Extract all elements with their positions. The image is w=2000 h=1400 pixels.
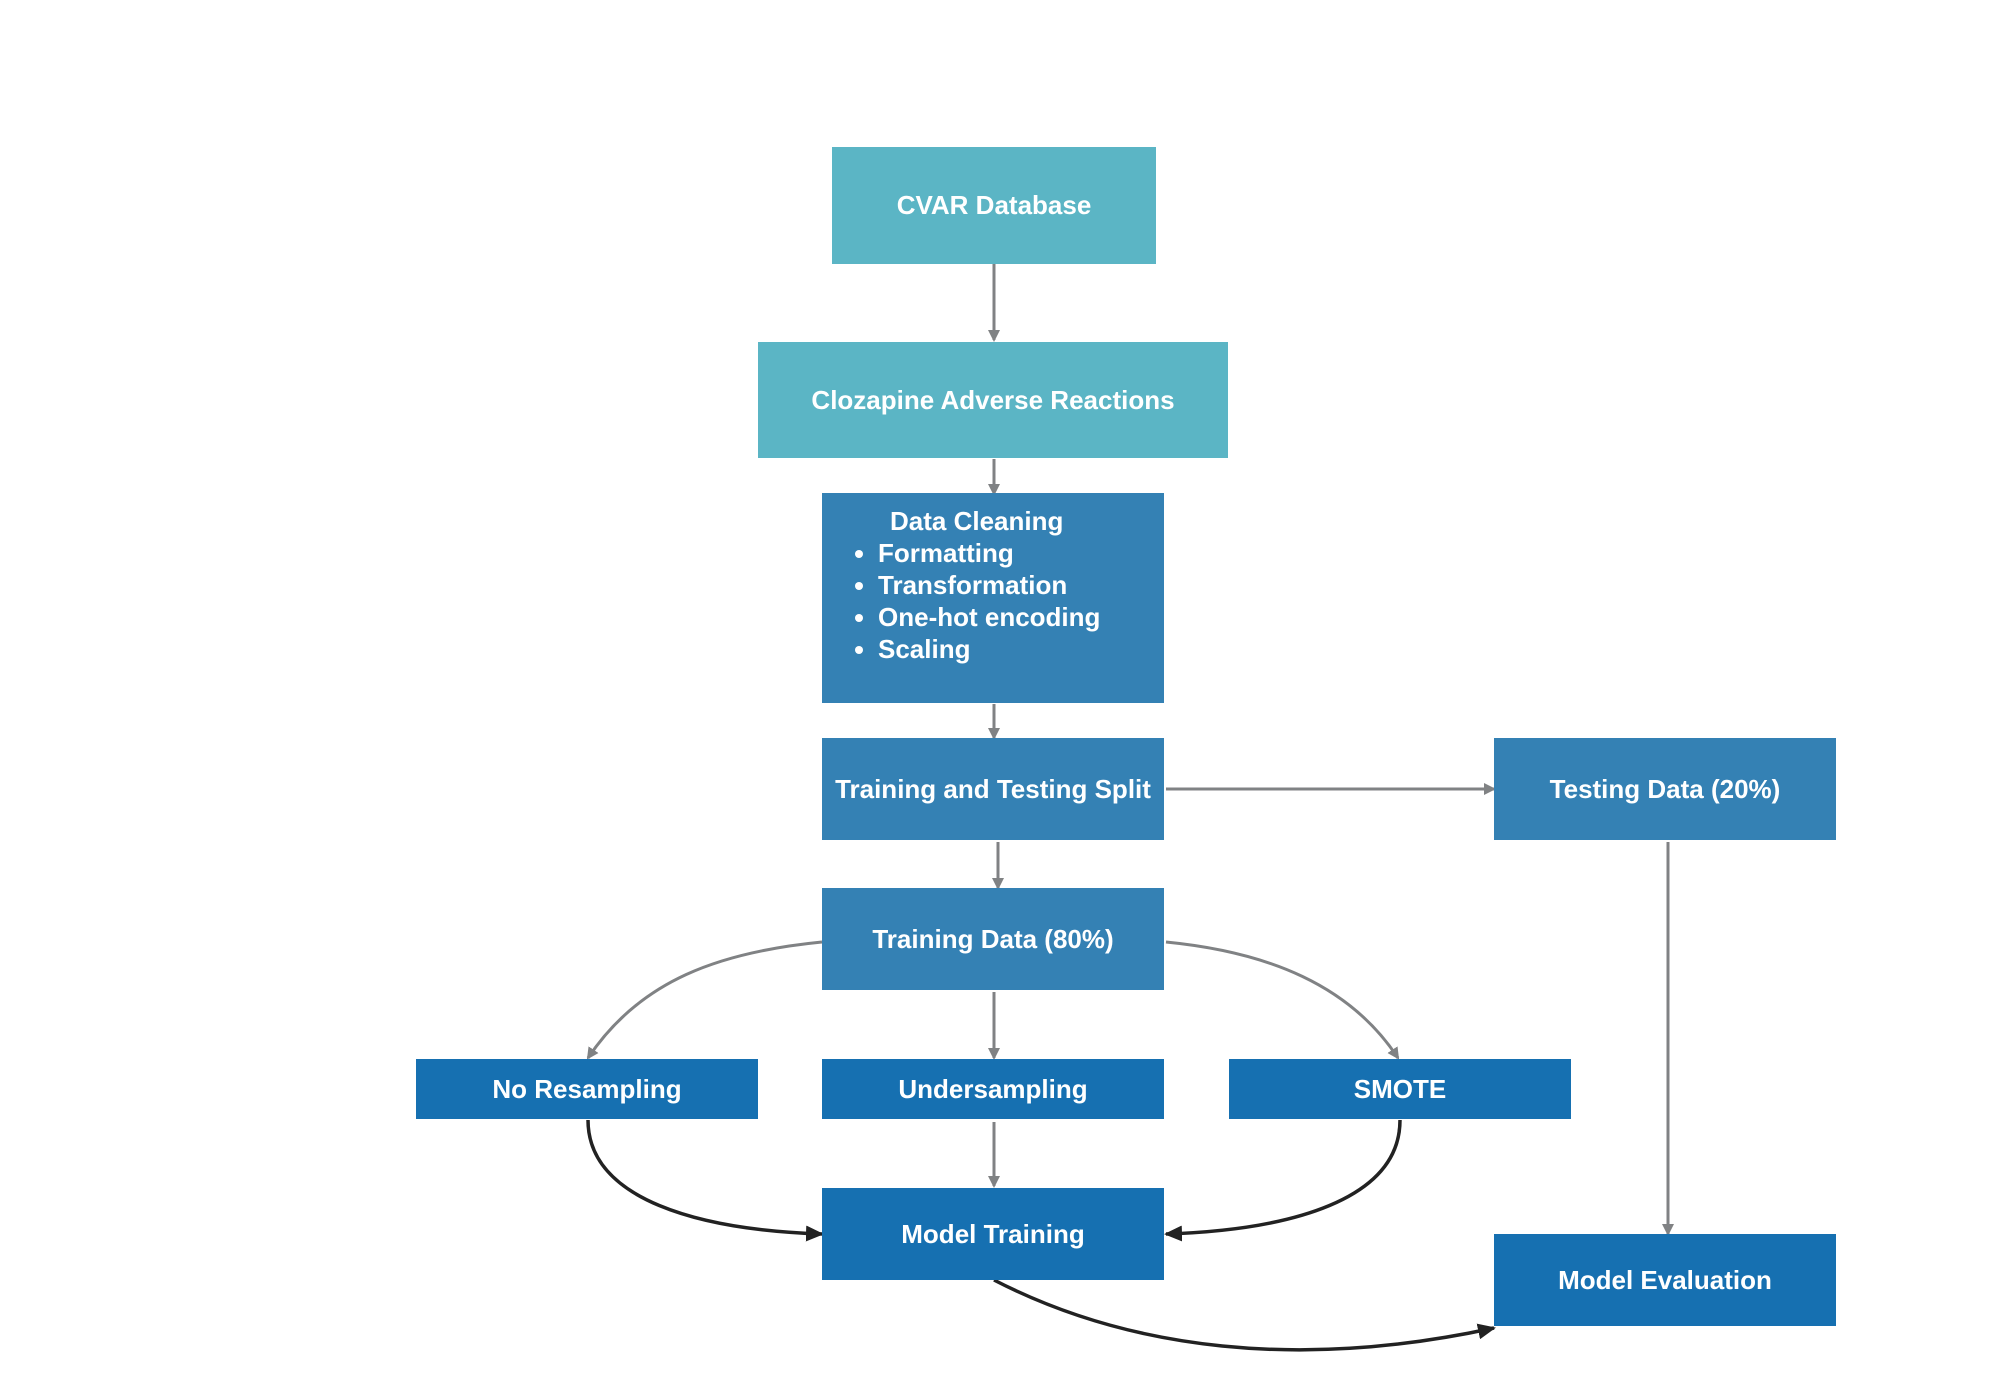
node-smote: SMOTE [1229, 1059, 1571, 1119]
node-no-resampling-label: No Resampling [492, 1073, 682, 1104]
node-data-cleaning: Data Cleaning Formatting Transformation … [822, 493, 1164, 703]
node-training-label: Training Data (80%) [872, 923, 1114, 954]
node-testing-data: Testing Data (20%) [1494, 738, 1836, 840]
cleaning-step: Transformation [878, 569, 1100, 601]
node-split-label: Training and Testing Split [835, 773, 1151, 804]
edge-training-to-smote [1165, 940, 1400, 1060]
cleaning-step: One-hot encoding [878, 601, 1100, 633]
node-clozapine-adverse-reactions: Clozapine Adverse Reactions [758, 342, 1228, 458]
node-undersampling-label: Undersampling [898, 1073, 1088, 1104]
cleaning-step: Formatting [878, 537, 1100, 569]
data-cleaning-steps: Formatting Transformation One-hot encodi… [822, 537, 1100, 665]
edge-modeltraining-to-evaluation [993, 1278, 1496, 1352]
node-smote-label: SMOTE [1353, 1073, 1447, 1104]
node-cvar-database: CVAR Database [832, 147, 1156, 264]
node-no-resampling: No Resampling [416, 1059, 758, 1119]
node-clozapine-label: Clozapine Adverse Reactions [811, 384, 1175, 415]
node-model-training: Model Training [822, 1188, 1164, 1280]
node-training-data: Training Data (80%) [822, 888, 1164, 990]
edge-noresampling-to-modeltraining [586, 1119, 824, 1242]
edge-smote-to-modeltraining [1164, 1119, 1402, 1242]
node-data-cleaning-title: Data Cleaning [890, 506, 1064, 536]
edge-training-to-noresampling [586, 940, 823, 1060]
cleaning-step: Scaling [878, 633, 1100, 665]
node-testing-label: Testing Data (20%) [1549, 773, 1781, 804]
node-undersampling: Undersampling [822, 1059, 1164, 1119]
node-model-evaluation-label: Model Evaluation [1558, 1264, 1772, 1295]
node-training-testing-split: Training and Testing Split [822, 738, 1164, 840]
node-model-evaluation: Model Evaluation [1494, 1234, 1836, 1326]
node-cvar-database-label: CVAR Database [896, 190, 1092, 220]
node-model-training-label: Model Training [901, 1218, 1085, 1249]
